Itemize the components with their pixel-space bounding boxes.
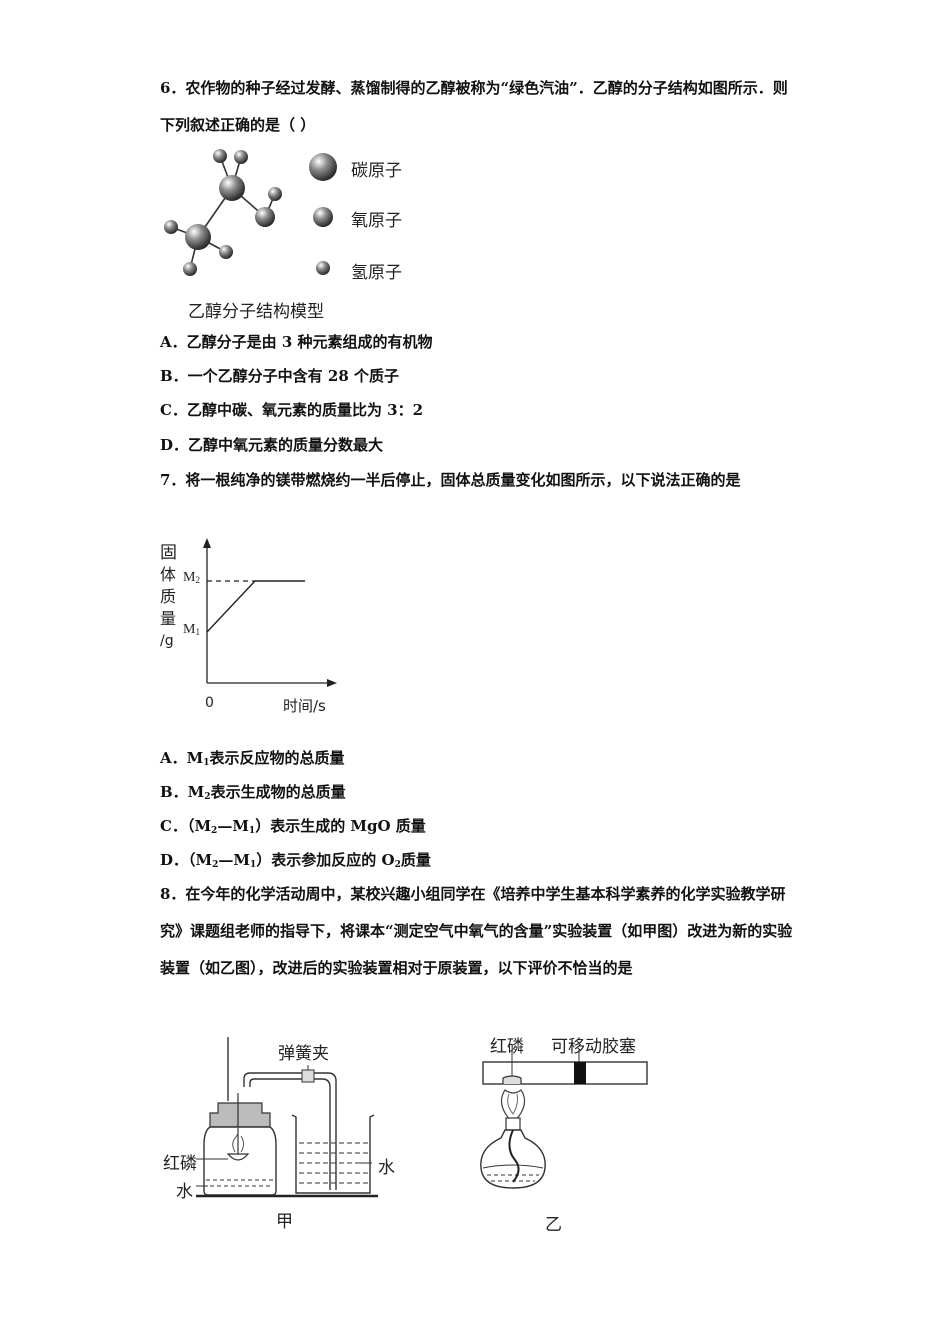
jia-water-label-right: 水 (378, 1158, 395, 1178)
x-axis-label: 时间/s (283, 697, 326, 715)
q7-option-a: A．M1表示反应物的总质量 (160, 749, 345, 768)
mass-curve (206, 580, 305, 633)
jia-red-phosphorus-label: 红磷 (163, 1154, 197, 1174)
hydrogen-atom (234, 150, 248, 164)
gas-jar (203, 1126, 277, 1196)
ethanol-model-caption: 乙醇分子结构模型 (188, 302, 324, 322)
y-axis-label-4: 量 (160, 609, 177, 628)
lamp-wick (508, 1129, 520, 1183)
hydrogen-atom (183, 262, 197, 276)
origin-label: 0 (205, 695, 214, 711)
q6-stem: 6．农作物的种子经过发酵、蒸馏制得的乙醇被称为“绿色汽油”．乙醇的分子结构如图所… (160, 79, 788, 134)
hydrogen-atom (164, 220, 178, 234)
jia-caption: 甲 (276, 1212, 293, 1232)
yi-caption: 乙 (545, 1215, 562, 1235)
ethanol-model-figure: 碳原子 氧原子 氢原子 (155, 142, 425, 322)
legend-carbon-label: 碳原子 (351, 161, 402, 181)
carbon-atom (185, 224, 211, 250)
movable-plug-label: 可移动胶塞 (551, 1037, 636, 1057)
hydrogen-atom (268, 187, 282, 201)
oxygen-atom (255, 207, 275, 227)
y-axis-label-3: 质 (160, 587, 177, 606)
hydrogen-atom (213, 149, 227, 163)
q6-option-a: A．乙醇分子是由 3 种元素组成的有机物 (160, 333, 433, 351)
ethanol-model-svg (164, 149, 337, 276)
mass-time-graph: 固 体 质 量 /g M2 M1 0 时间/s (155, 535, 355, 720)
q7-option-d: D．（M2—M1）表示参加反应的 O2质量 (160, 851, 431, 870)
beaker (291, 1114, 375, 1194)
q6-option-c: C．乙醇中碳、氧元素的质量比为 3：2 (160, 401, 424, 419)
x-axis-arrow (327, 679, 337, 687)
m1-tick-label: M1 (183, 622, 200, 637)
y-axis-label-5: /g (160, 633, 174, 649)
y-axis-arrow (203, 538, 211, 548)
jar-stopper (209, 1102, 271, 1128)
spring-clamp-label: 弹簧夹 (278, 1044, 329, 1064)
connecting-tube (243, 1072, 337, 1190)
yi-phosphorus-holder (502, 1075, 522, 1084)
hydrogen-atom (219, 245, 233, 259)
apparatus-yi: 红磷 可移动胶塞 乙 (475, 1030, 655, 1240)
glass-tube (482, 1061, 648, 1085)
yi-red-phosphorus-label: 红磷 (490, 1037, 524, 1057)
apparatus-yi-svg (480, 1050, 648, 1189)
jia-water-label-left: 水 (176, 1182, 193, 1202)
q6-option-d: D．乙醇中氧元素的质量分数最大 (160, 436, 384, 454)
spring-clamp (301, 1069, 315, 1083)
q7-stem: 7．将一根纯净的镁带燃烧约一半后停止，固体总质量变化如图所示，以下说法正确的是 (160, 471, 741, 489)
legend-hydrogen-label: 氢原子 (351, 263, 402, 283)
alcohol-lamp-flame (500, 1089, 526, 1121)
carbon-atom (219, 175, 245, 201)
q8-stem: 8．在今年的化学活动周中，某校兴趣小组同学在《培养中学生基本科学素养的化学实验教… (160, 885, 793, 977)
q6-option-b: B．一个乙醇分子中含有 28 个质子 (160, 367, 399, 385)
apparatus-jia-svg (196, 1037, 378, 1198)
legend-oxygen-label: 氧原子 (351, 211, 402, 231)
m2-tick-label: M2 (183, 570, 200, 585)
legend-carbon-ball (309, 153, 337, 181)
legend-hydrogen-ball (316, 261, 330, 275)
y-axis-label-1: 固 (160, 543, 177, 563)
mass-time-graph-svg (203, 538, 337, 687)
legend-oxygen-ball (313, 207, 333, 227)
apparatus-jia: 弹簧夹 红磷 水 水 甲 (160, 1035, 400, 1235)
movable-plug (574, 1062, 586, 1084)
q7-option-b: B．M2表示生成物的总质量 (160, 783, 346, 802)
q7-option-c: C．（M2—M1）表示生成的 MgO 质量 (160, 817, 426, 836)
combustion-spoon (226, 1153, 250, 1161)
y-axis-label-2: 体 (160, 565, 177, 584)
